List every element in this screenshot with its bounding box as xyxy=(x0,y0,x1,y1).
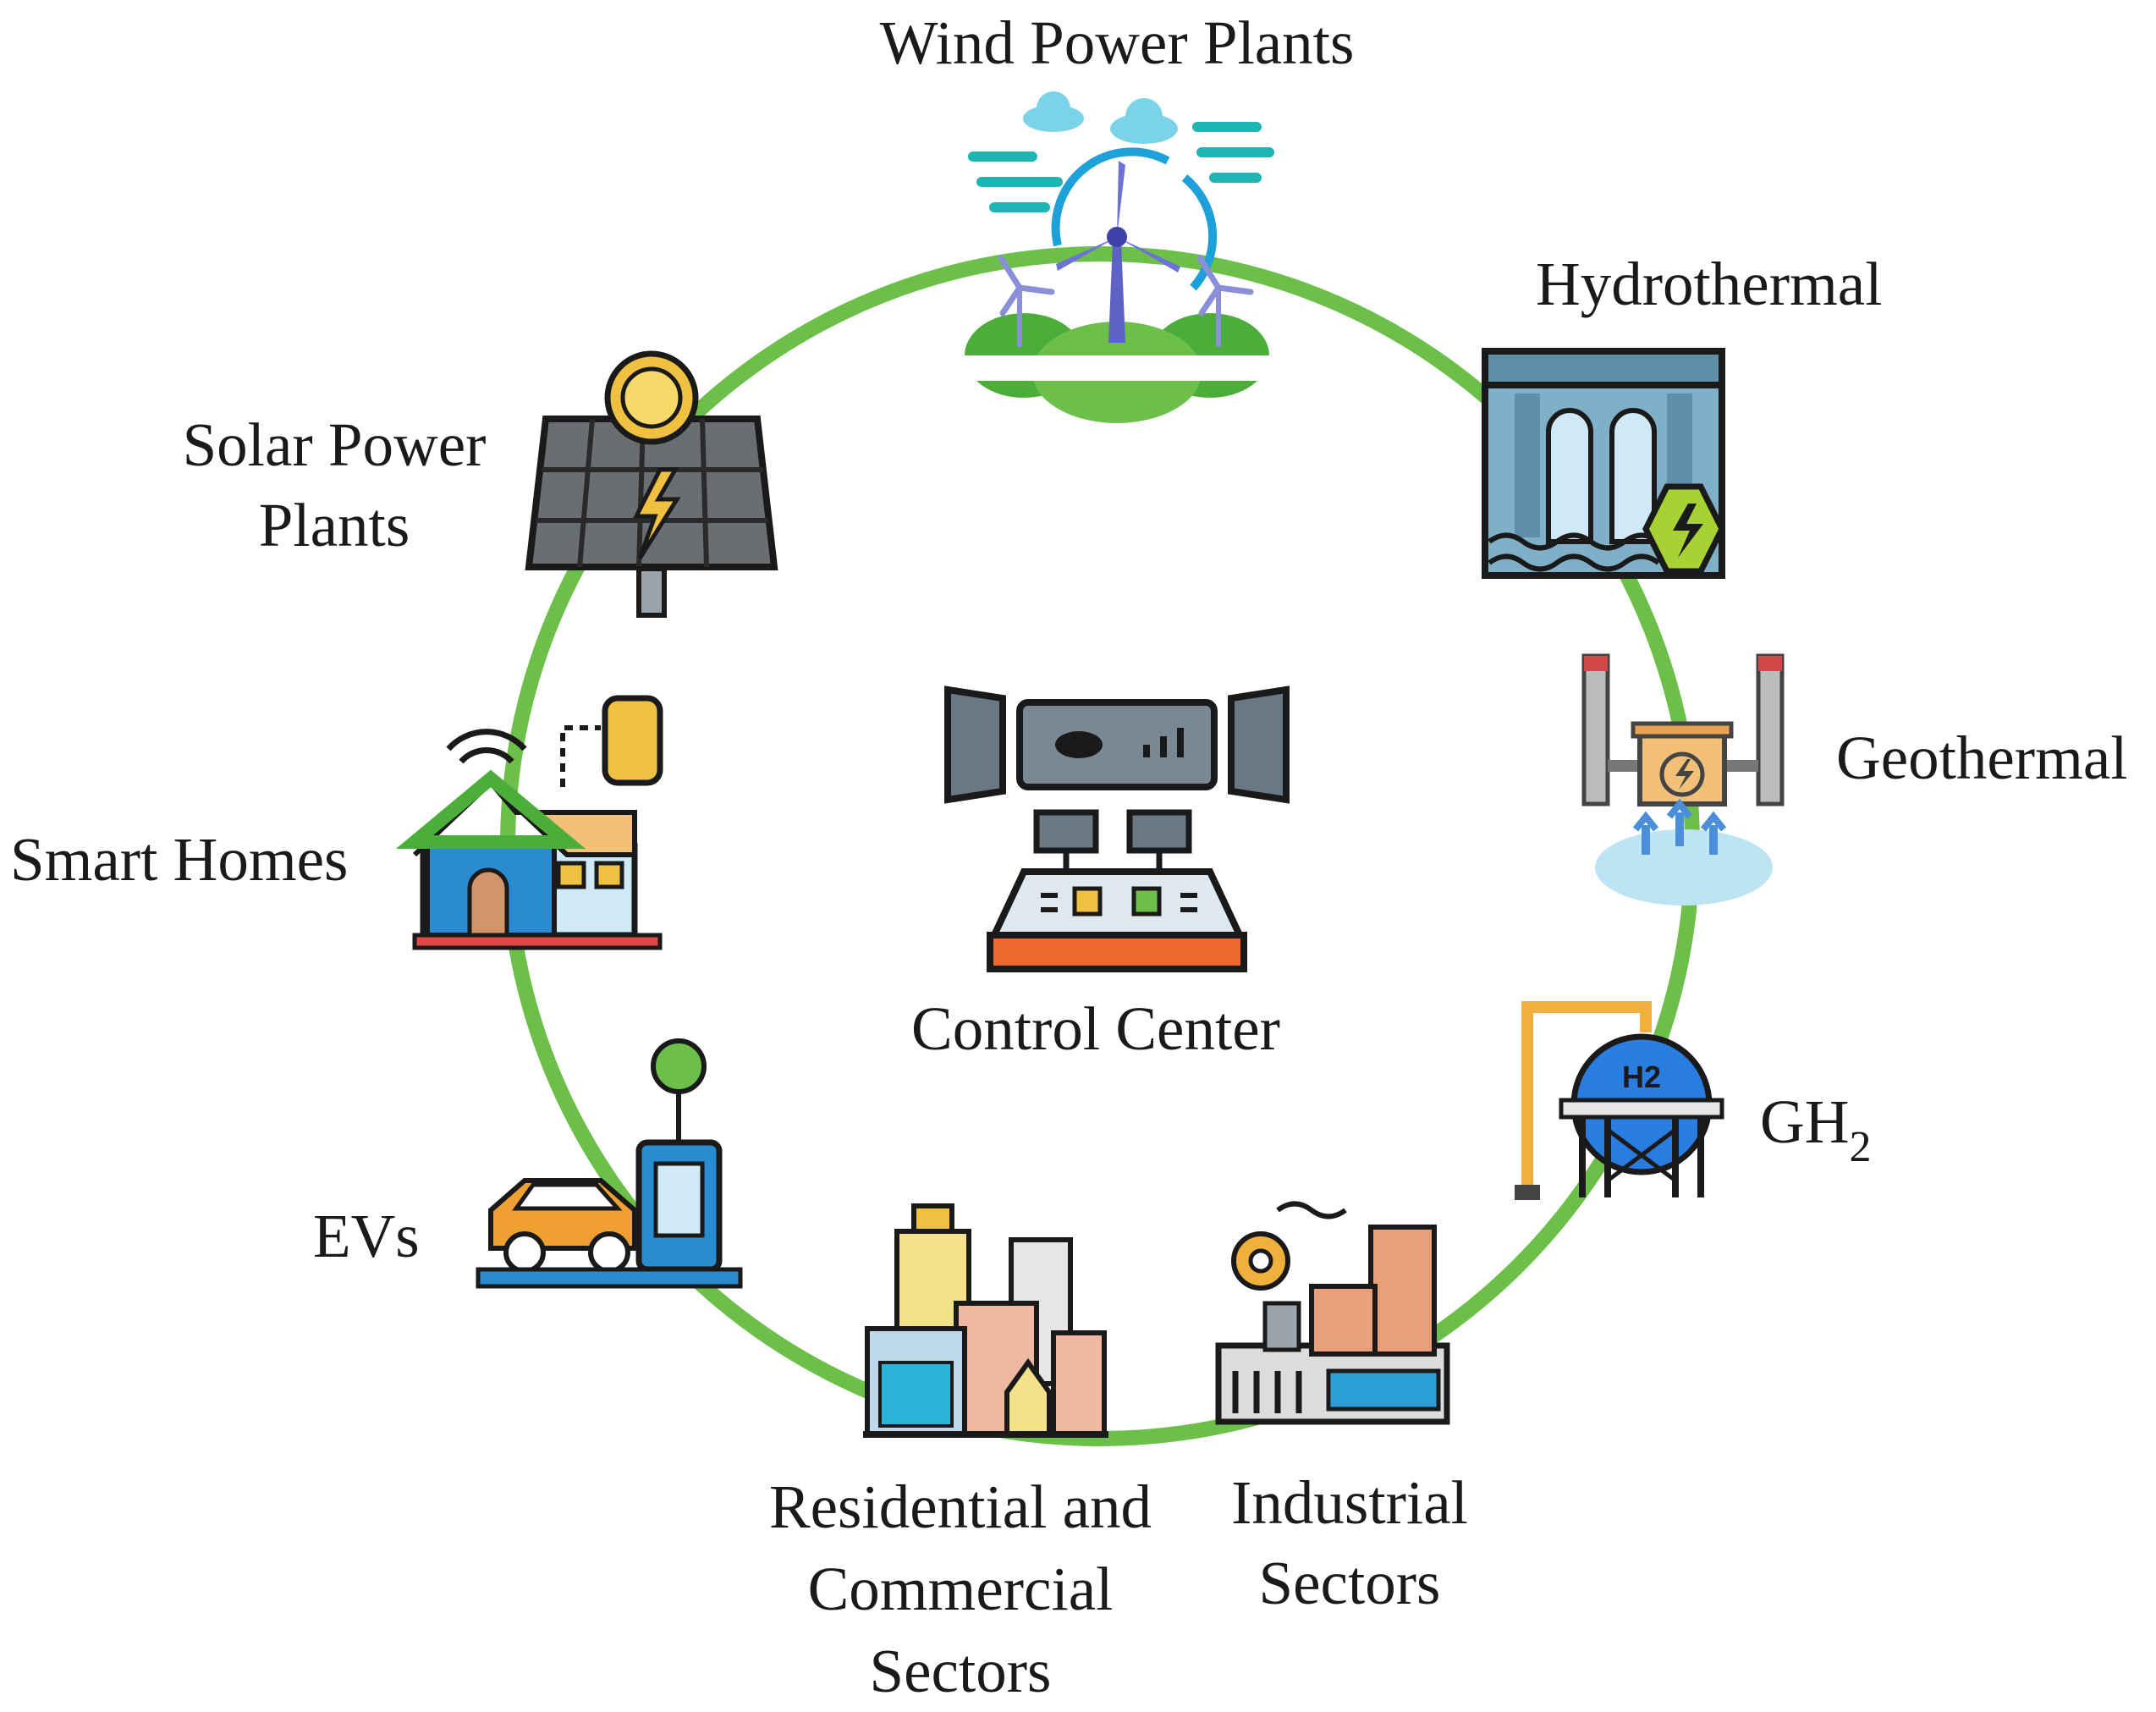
label-hydrothermal: Hydrothermal xyxy=(1536,250,1882,318)
label-smart-homes: Smart Homes xyxy=(10,825,348,894)
hydrogen-tank-icon: H2 xyxy=(1515,1001,1724,1200)
label-evs: EVs xyxy=(313,1202,420,1270)
control-center-icon xyxy=(944,685,1290,972)
solar-panel-icon xyxy=(525,350,778,618)
hydro-dam-icon xyxy=(1482,348,1725,579)
city-buildings-icon xyxy=(863,1203,1108,1438)
label-wind: Wind Power Plants xyxy=(880,8,1355,77)
wind-turbine-icon xyxy=(965,91,1274,423)
geothermal-plant-icon xyxy=(1581,653,1785,906)
smart-home-icon xyxy=(395,695,663,950)
label-gh2: GH2 xyxy=(1760,1087,1871,1171)
ev-charging-icon xyxy=(476,1038,743,1289)
label-control-center: Control Center xyxy=(911,994,1280,1063)
h2-badge: H2 xyxy=(1622,1060,1661,1094)
label-geothermal: Geothermal xyxy=(1836,724,2128,792)
factory-icon xyxy=(1215,1201,1450,1425)
